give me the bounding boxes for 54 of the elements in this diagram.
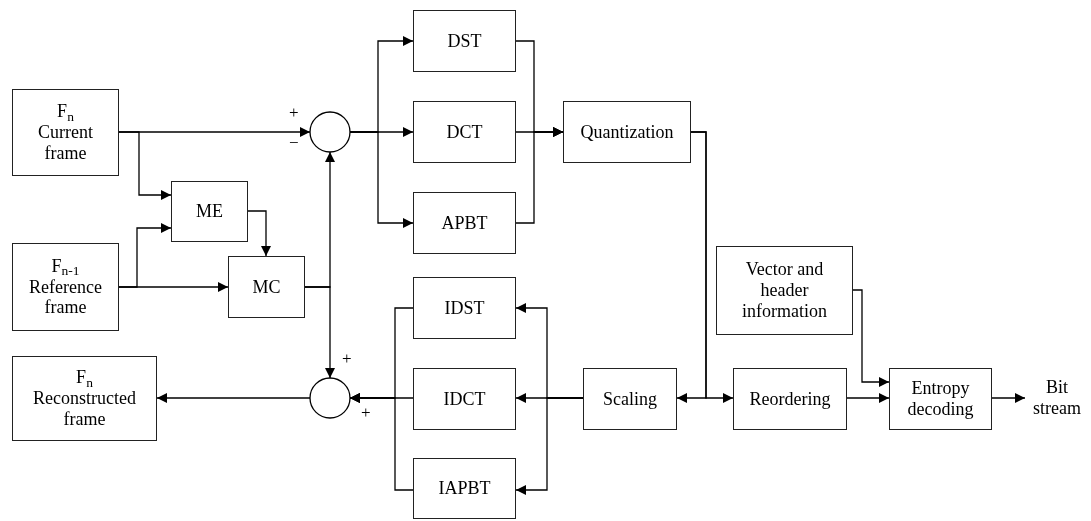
box-label: DCT	[446, 121, 483, 143]
arrow	[515, 397, 584, 495]
process-box	[12, 89, 119, 176]
signal-symbol: F$_{n}$	[76, 367, 93, 389]
box-label: Vector and header information	[741, 259, 828, 322]
process-box	[413, 368, 516, 430]
box-label: Scaling	[603, 388, 657, 410]
sign-label: +	[361, 404, 371, 421]
arrow	[991, 393, 1026, 403]
process-box	[889, 368, 992, 430]
process-box	[563, 101, 691, 163]
summing-junction	[309, 111, 351, 153]
signal-symbol: F$_{n-1}$	[51, 255, 80, 277]
box-label: IAPBT	[438, 478, 491, 499]
process-box	[171, 181, 248, 242]
arrow	[156, 393, 311, 403]
arrow	[247, 210, 271, 257]
box-label: Bit stream	[1033, 377, 1081, 419]
sign-label: +	[342, 350, 352, 367]
sign-label: −	[289, 134, 299, 151]
arrow	[690, 131, 734, 403]
box-label: APBT	[441, 212, 488, 234]
box-label: Entropy decoding	[906, 378, 975, 420]
process-box	[413, 101, 516, 163]
arrow	[118, 131, 172, 200]
box-label: Reordering	[749, 388, 831, 410]
process-box	[583, 368, 677, 430]
process-box	[12, 243, 119, 331]
arrow	[349, 393, 414, 491]
box-label: Reconstructed frame	[32, 388, 137, 430]
arrow	[304, 286, 335, 379]
box-label: Quantization	[580, 121, 674, 143]
box-label: MC	[252, 276, 281, 298]
box-label: Reference frame	[28, 276, 103, 319]
process-box	[413, 192, 516, 254]
sign-label: +	[289, 104, 299, 121]
arrow	[852, 289, 890, 387]
box-label: ME	[196, 201, 223, 222]
process-box	[716, 246, 853, 335]
arrow	[515, 127, 564, 224]
signal-symbol: F$_{n}$	[57, 101, 74, 123]
arrow	[118, 282, 229, 292]
box-label: DST	[447, 30, 482, 52]
process-box	[228, 256, 305, 318]
process-box	[733, 368, 847, 430]
process-box	[413, 10, 516, 72]
summing-junction	[309, 377, 351, 419]
arrow	[846, 393, 890, 403]
box-label: Current frame	[37, 122, 94, 164]
process-box	[413, 277, 516, 339]
process-box	[413, 458, 516, 519]
box-label: IDST	[444, 297, 485, 319]
box-label: IDCT	[443, 388, 486, 410]
process-box	[12, 356, 157, 441]
